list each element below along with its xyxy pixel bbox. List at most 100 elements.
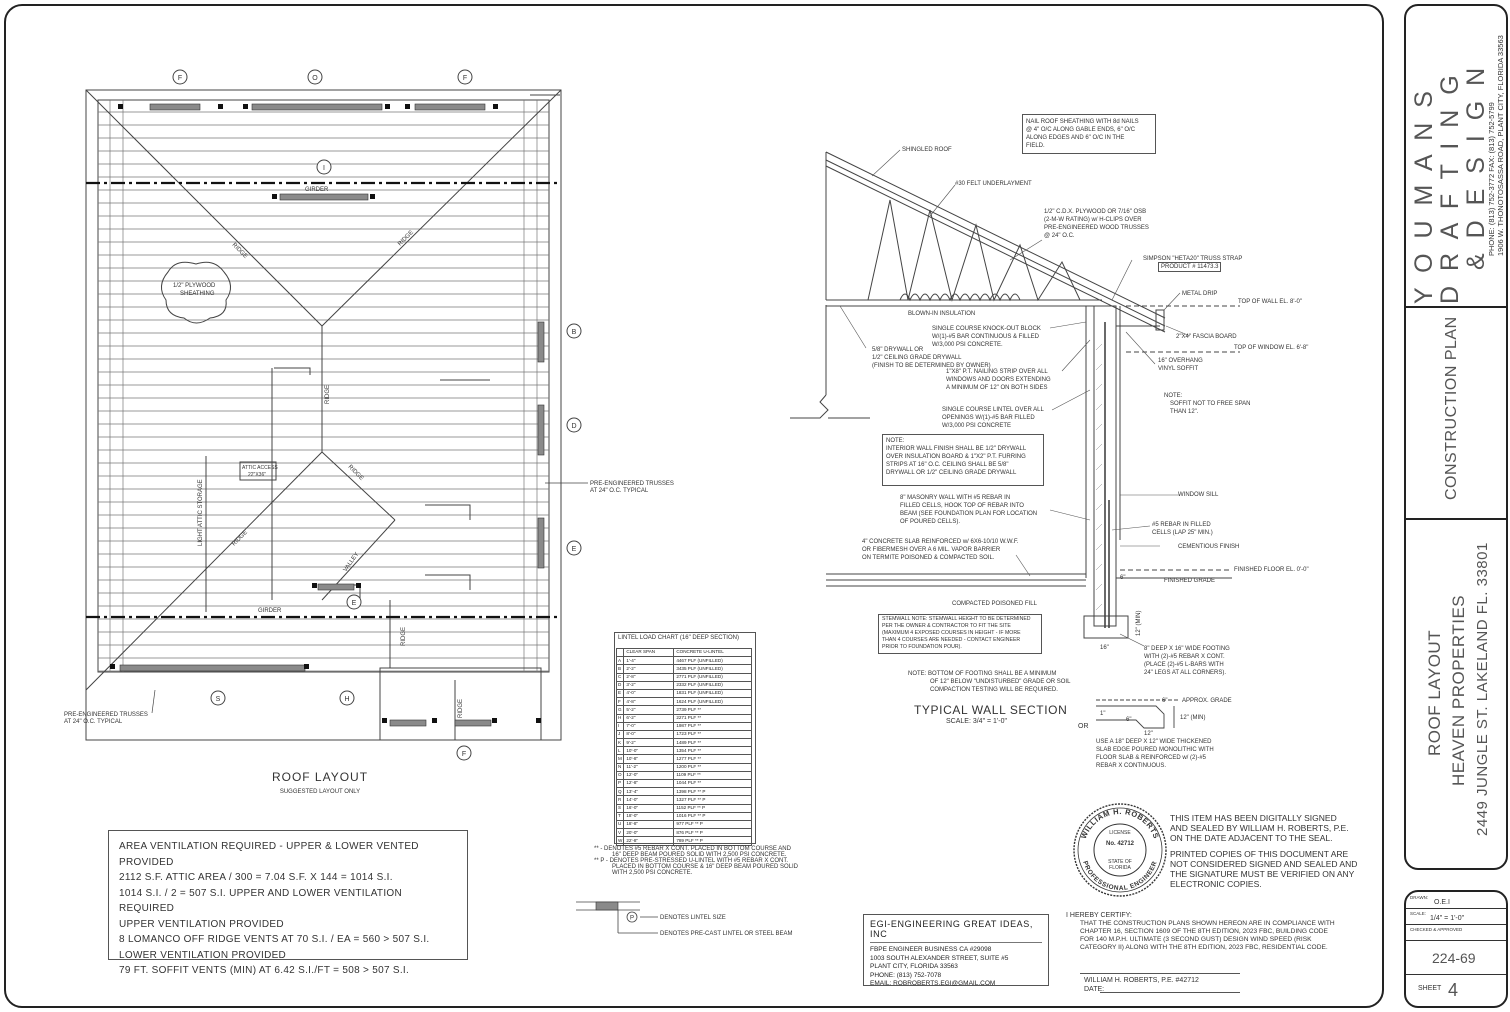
- dim-16-label: 16": [1100, 645, 1109, 651]
- soffit-note-1: NOTE:: [1164, 393, 1183, 399]
- certify-line-1: THAT THE CONSTRUCTION PLANS SHOWN HEREON…: [1080, 920, 1335, 927]
- sheet-label: SHEET: [1418, 985, 1442, 992]
- lintel-capacity: 3435 PLF (UNFILLED): [673, 664, 752, 674]
- dim-6-c: 6": [1126, 717, 1132, 723]
- date-line: [1100, 992, 1240, 993]
- plywood-label: 1/2" PLYWOOD: [173, 283, 216, 289]
- plywood-note-2: (2-M-W RATING) w/ H-CLIPS OVER: [1044, 217, 1142, 223]
- slab-note-2: OR FIBERMESH OVER A 6 MIL. VAPOR BARRIER: [862, 547, 1001, 553]
- roof-layout-title: ROOF LAYOUT: [272, 770, 368, 784]
- stemwall-note-5: PRIOR TO FOUNDATION POUR).: [882, 644, 962, 650]
- masonry-note-4: OF POURED CELLS).: [900, 519, 961, 525]
- lintel-mark: R: [615, 795, 625, 805]
- lintel-mark: T: [615, 811, 625, 821]
- soffit-note-3: THAN 12".: [1170, 409, 1199, 415]
- footing-bottom-note-1: NOTE: BOTTOM OF FOOTING SHALL BE A MINIM…: [908, 671, 1057, 677]
- grid-bubble-e1: E: [572, 546, 577, 553]
- lintel-capacity: 876 PLF ** P: [673, 828, 752, 838]
- lintel-note-1: ** - DENOTES #5 REBAR X CONT. PLACED IN …: [594, 846, 791, 852]
- project-title-1: ROOF LAYOUT: [1425, 629, 1444, 756]
- footing-note-1: 8" DEEP X 16" WIDE FOOTING: [1144, 646, 1230, 652]
- legend-lintel-size: DENOTES LINTEL SIZE: [660, 915, 726, 921]
- construction-plan-label: CONSTRUCTION PLAN: [1443, 316, 1460, 500]
- thickened-slab-detail: [1096, 699, 1180, 729]
- top-of-wall-label: TOP OF WALL EL. 8'-0": [1238, 299, 1302, 305]
- lintel-span: 10'-0": [623, 746, 675, 756]
- printed-note-4: ELECTRONIC COPIES.: [1170, 879, 1262, 889]
- lintel-header-concrete: CONCRETE U-LINTEL: [673, 647, 752, 658]
- stemwall-note-frame: [878, 614, 1042, 654]
- ventilation-line: 79 FT. SOFFIT VENTS (MIN) AT 6.42 S.I./F…: [119, 965, 410, 976]
- lintel-capacity: 1489 PLF **: [673, 738, 752, 748]
- top-of-window-label: TOP OF WINDOW EL. 6'-8": [1234, 345, 1309, 351]
- attic-size-label: 22"X36": [248, 472, 266, 478]
- lintel-span: 5'-2": [623, 705, 675, 715]
- finished-grade-label: FINISHED GRADE: [1164, 578, 1216, 584]
- lintel-span: 13'-4": [623, 787, 675, 797]
- lintel-span: 2'-2": [623, 664, 675, 674]
- printed-note-2: NOT CONSIDERED SIGNED AND SEALED AND: [1170, 859, 1358, 869]
- overhang-label-2: VINYL SOFFIT: [1158, 366, 1199, 372]
- fascia-label: 2"X4" FASCIA BOARD: [1176, 334, 1237, 340]
- grid-bubble-s: S: [216, 696, 221, 703]
- lintel-span: 18'-8": [623, 819, 675, 830]
- grid-bubble-d: D: [571, 423, 576, 430]
- rebar-cells-1: #5 REBAR IN FILLED: [1152, 522, 1211, 528]
- certify-line-3: FOR 140 M.P.H. ULTIMATE (3 SECOND GUST) …: [1080, 936, 1312, 943]
- dim-1-label: 1": [1100, 711, 1106, 717]
- lintel-mark: J: [615, 729, 625, 740]
- stemwall-note-2: PER THE OWNER & CONTRACTOR TO FIT THE SI…: [882, 623, 1011, 629]
- firm-phone: PHONE: (813) 752-3772 FAX: (813) 752-579…: [1487, 102, 1496, 256]
- footing-bottom-note-2: OF 12" BELOW "UNDISTURBED" GRADE OR SOIL: [930, 679, 1071, 685]
- sheathing-label: SHEATHING: [180, 291, 215, 297]
- firm-address: 1906 W. THONOTOSASSA ROAD, PLANT CITY, F…: [1496, 35, 1505, 256]
- certify-heading: I HEREBY CERTIFY:: [1066, 912, 1132, 919]
- approx-grade-label: APPROX. GRADE: [1182, 698, 1232, 704]
- project-address: 2449 JUNGLE ST. LAKELAND FL. 33801: [1474, 542, 1491, 836]
- checked-label: CHECKED & APPROVED: [1410, 927, 1463, 932]
- egi-line: FBPE ENGINEER BUSINESS CA #29098: [870, 946, 992, 953]
- lintel-capacity: 1354 PLF **: [673, 746, 752, 756]
- lintel-capacity: 1016 PLF ** P: [673, 811, 752, 821]
- lintel-capacity: 977 PLF ** P: [673, 819, 752, 830]
- interior-note-2: INTERIOR WALL FINISH SHALL BE 1/2" DRYWA…: [886, 446, 1027, 452]
- ventilation-line: UPPER VENTILATION PROVIDED: [119, 918, 284, 930]
- dim-12-min-label: 12" (MIN): [1136, 611, 1142, 636]
- scale-label: SCALE:: [1410, 911, 1427, 916]
- sheet-info-row-1: [1406, 908, 1506, 909]
- lintel-capacity: 789 PLF ** P: [673, 836, 752, 846]
- or-label: OR: [1078, 723, 1089, 730]
- stemwall-note-3: (MAXIMUM 4 EXPOSED COURSES IN HEIGHT - I…: [882, 630, 1021, 636]
- nail-note-1: NAIL ROOF SHEATHING WITH 8d NAILS: [1026, 119, 1139, 125]
- nail-note-2: @ 4" O/C ALONG GABLE ENDS, 6" O/C: [1026, 127, 1136, 133]
- wall-section-scale: SCALE: 3/4" = 1'-0": [946, 718, 1007, 725]
- lintel-mark: L: [615, 746, 625, 756]
- attic-access-label: ATTIC ACCESS: [242, 465, 278, 471]
- lintel-span: 18'-0": [623, 811, 675, 821]
- trusses-left-label-2: AT 24" O.C. TYPICAL: [64, 719, 123, 725]
- lintel-mark: K: [615, 738, 625, 748]
- ridge-label-5: RIDGE: [231, 530, 249, 548]
- overhang-label-1: 16" OVERHANG: [1158, 358, 1203, 364]
- compacted-fill-label: COMPACTED POISONED FILL: [952, 601, 1037, 607]
- drawn-value: O.E.I: [1434, 899, 1450, 906]
- nail-note-frame: [1022, 114, 1156, 154]
- seal-florida: FLORIDA: [1109, 865, 1131, 871]
- lintel-mark: B: [615, 664, 625, 674]
- window-sill-label: WINDOW SILL: [1178, 492, 1219, 498]
- dim-12-label: 12": [1144, 731, 1153, 737]
- lintel-span: 12'-8": [623, 778, 675, 789]
- title-divider-1: [1406, 306, 1506, 308]
- lintel-span: 9'-2": [623, 738, 675, 748]
- lintel-mark: G: [615, 705, 625, 715]
- egi-line: EMAIL: ROBROBERTS.EGI@GMAIL.COM: [870, 980, 996, 987]
- masonry-note-1: 8" MASONRY WALL WITH #5 REBAR IN: [900, 495, 1011, 501]
- lintel-span: 22'-8": [623, 836, 675, 846]
- lintel-mark: U: [615, 819, 625, 830]
- lintel-span: 16'-0": [623, 803, 675, 813]
